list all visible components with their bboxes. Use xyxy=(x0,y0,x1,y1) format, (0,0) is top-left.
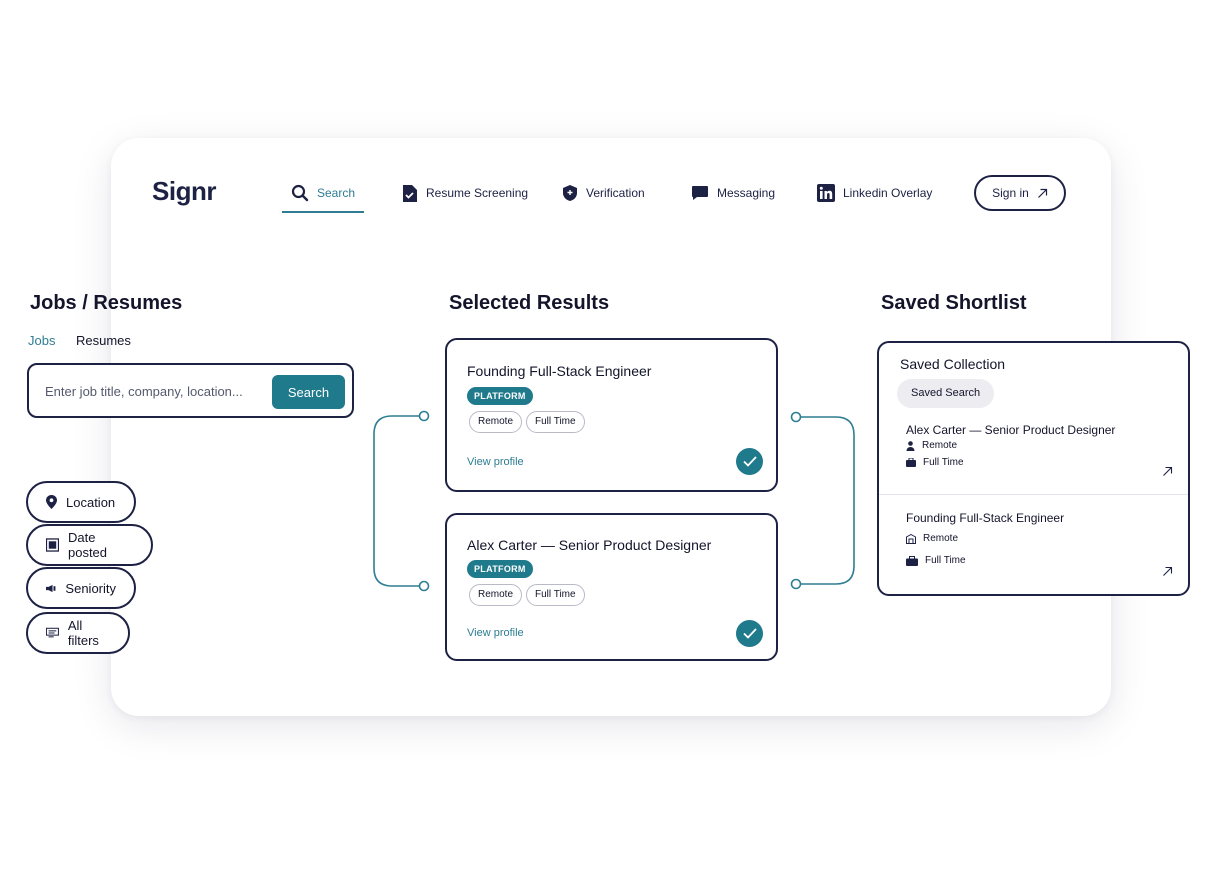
result-card[interactable]: Alex Carter — Senior Product Designer PL… xyxy=(445,513,778,661)
sign-in-button[interactable]: Sign in xyxy=(974,175,1066,211)
view-profile-link[interactable]: View profile xyxy=(467,456,524,468)
calendar-icon xyxy=(46,538,59,552)
megaphone-icon xyxy=(46,584,56,592)
tag-full-time: Full Time xyxy=(526,584,585,606)
arrow-up-right-icon xyxy=(1163,566,1173,576)
tag-remote: Remote xyxy=(469,411,523,433)
search-icon xyxy=(291,184,309,202)
saved-collection-title: Saved Collection xyxy=(900,356,1006,372)
shortlist-item-location: Remote xyxy=(906,440,957,451)
shortlist-item-type-text: Full Time xyxy=(925,555,966,566)
shield-icon xyxy=(563,185,577,201)
shortlist-item[interactable]: Founding Full-Stack Engineer Remote Full… xyxy=(879,495,1188,594)
saved-shortlist-panel: Saved Collection Saved Search Alex Carte… xyxy=(877,341,1190,596)
arrow-up-right-icon xyxy=(1163,466,1173,476)
signr-logo[interactable]: Signr xyxy=(152,176,216,206)
filter-all-filters-label: All filters xyxy=(67,618,99,648)
result-card-title: Founding Full-Stack Engineer xyxy=(467,363,652,379)
filter-date-posted[interactable]: Date posted xyxy=(26,524,153,566)
filter-location[interactable]: Location xyxy=(26,481,136,523)
saved-search-chip[interactable]: Saved Search xyxy=(897,379,995,408)
chat-bubble-icon xyxy=(692,186,708,200)
checkmark-icon xyxy=(742,628,757,639)
document-check-icon xyxy=(403,184,417,202)
filter-date-posted-label: Date posted xyxy=(67,530,108,560)
tab-resumes[interactable]: Resumes xyxy=(76,333,131,348)
briefcase-icon xyxy=(906,555,918,566)
sign-in-label: Sign in xyxy=(992,186,1029,200)
shortlist-divider xyxy=(879,494,1188,495)
nav-resume-screening-label: Resume Screening xyxy=(426,186,529,200)
nav-active-indicator xyxy=(282,211,364,213)
nav-verification[interactable]: Verification xyxy=(562,180,645,206)
nav-search[interactable]: Search xyxy=(291,180,355,206)
building-icon xyxy=(906,533,916,544)
selected-check-button[interactable] xyxy=(736,448,763,475)
arrow-up-right-icon xyxy=(1037,188,1047,198)
shortlist-item-location: Remote xyxy=(906,533,958,544)
person-icon xyxy=(906,440,915,451)
search-input[interactable] xyxy=(45,380,270,402)
nav-linkedin-overlay[interactable]: Linkedin Overlay xyxy=(817,180,932,206)
search-button[interactable]: Search xyxy=(272,375,345,409)
tag-remote: Remote xyxy=(469,584,523,606)
selected-results-title: Selected Results xyxy=(449,292,610,314)
checkmark-icon xyxy=(742,456,757,467)
tab-jobs[interactable]: Jobs xyxy=(28,333,56,348)
platform-badge: PLATFORM xyxy=(467,387,533,405)
nav-messaging-label: Messaging xyxy=(717,186,776,200)
filter-all-filters[interactable]: All filters xyxy=(26,612,130,654)
nav-messaging[interactable]: Messaging xyxy=(691,180,775,206)
platform-badge: PLATFORM xyxy=(467,560,533,578)
filter-lines-icon xyxy=(46,627,59,638)
location-pin-icon xyxy=(46,495,57,509)
tag-full-time: Full Time xyxy=(526,411,585,433)
filter-location-label: Location xyxy=(66,494,116,510)
shortlist-item-location-text: Remote xyxy=(922,440,958,451)
nav-linkedin-overlay-label: Linkedin Overlay xyxy=(843,186,933,200)
nav-verification-label: Verification xyxy=(586,186,645,200)
shortlist-item-title: Founding Full-Stack Engineer xyxy=(906,511,1065,525)
shortlist-item-title: Alex Carter — Senior Product Designer xyxy=(906,423,1116,437)
filter-seniority[interactable]: Seniority xyxy=(26,567,136,609)
shortlist-item-type: Full Time xyxy=(906,457,964,468)
job-search-box: Search xyxy=(27,363,354,418)
filter-seniority-label: Seniority xyxy=(65,580,116,596)
selected-check-button[interactable] xyxy=(736,620,763,647)
nav-search-label: Search xyxy=(317,186,356,200)
shortlist-item-location-text: Remote xyxy=(923,533,959,544)
view-profile-link[interactable]: View profile xyxy=(467,627,524,639)
result-card-title: Alex Carter — Senior Product Designer xyxy=(467,537,712,553)
shortlist-item-type-text: Full Time xyxy=(923,457,964,468)
briefcase-icon xyxy=(906,458,916,467)
saved-shortlist-title: Saved Shortlist xyxy=(881,292,1027,314)
result-card[interactable]: Founding Full-Stack Engineer PLATFORM Re… xyxy=(445,338,778,492)
shortlist-item[interactable]: Alex Carter — Senior Product Designer Re… xyxy=(879,343,1188,494)
jobs-resumes-title: Jobs / Resumes xyxy=(30,292,183,314)
linkedin-icon xyxy=(817,184,835,202)
shortlist-item-type: Full Time xyxy=(906,555,966,566)
nav-resume-screening[interactable]: Resume Screening xyxy=(401,180,528,206)
